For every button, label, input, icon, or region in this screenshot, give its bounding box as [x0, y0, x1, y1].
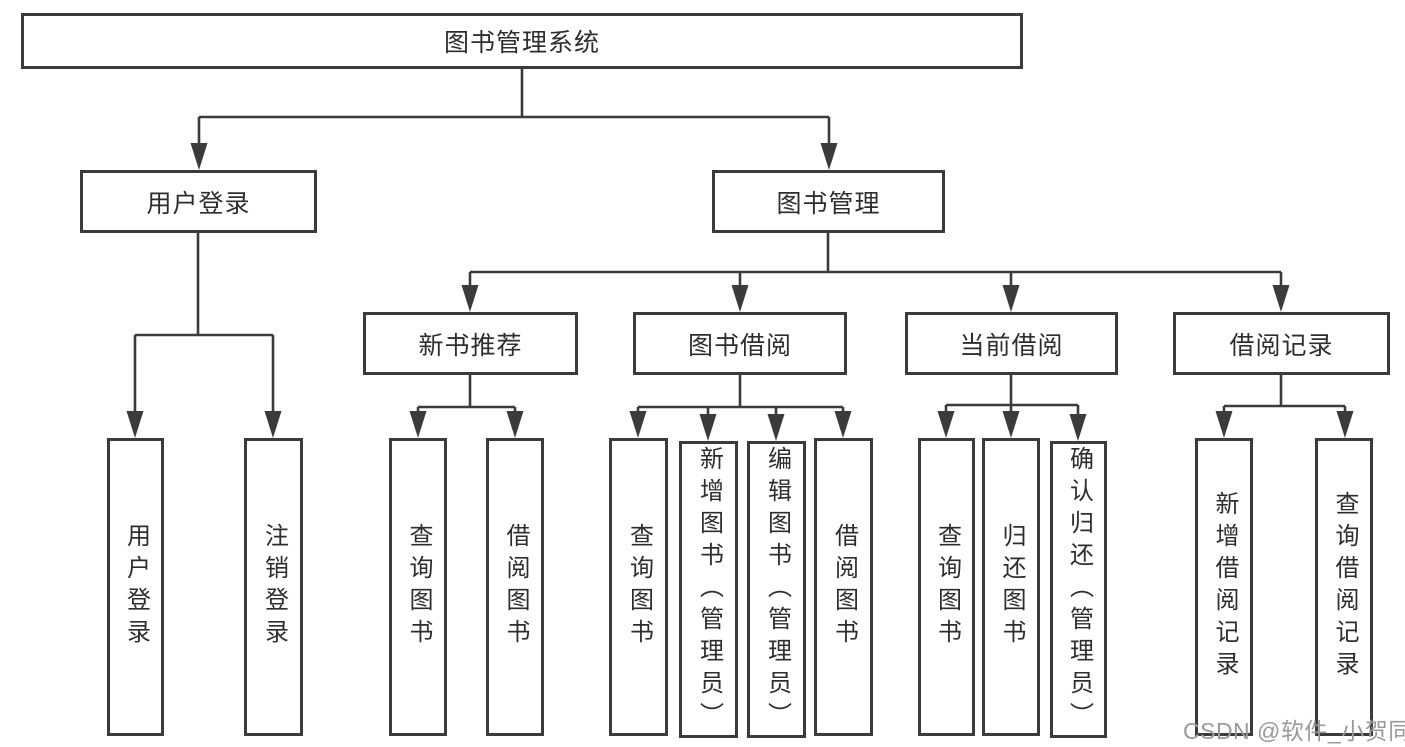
leaf-edit-books-admin: 编辑图书（管理员）: [747, 441, 806, 738]
leaf-user-logout: 注销登录: [244, 438, 303, 736]
node-user-login: 用户登录: [80, 170, 317, 233]
leaf-confirm-return-admin: 确认归还（管理员）: [1050, 441, 1107, 738]
leaf-add-borrow-record: 新增借阅记录: [1195, 438, 1253, 736]
node-borrow-records: 借阅记录: [1173, 312, 1390, 375]
leaf-query-books-2: 查询图书: [609, 438, 668, 736]
leaf-borrow-books: 借阅图书: [486, 438, 544, 736]
node-root-system: 图书管理系统: [21, 13, 1023, 69]
node-current-borrowing: 当前借阅: [905, 312, 1118, 375]
leaf-query-books-3: 查询图书: [918, 438, 975, 736]
leaf-borrow-books-2: 借阅图书: [814, 438, 873, 736]
leaf-user-login: 用户登录: [107, 438, 164, 736]
node-new-book-recommend: 新书推荐: [363, 312, 578, 375]
node-book-management: 图书管理: [712, 170, 945, 233]
csdn-watermark: CSDN @软件_小贺同学: [1183, 718, 1405, 744]
node-book-borrowing: 图书借阅: [633, 312, 847, 375]
leaf-add-books-admin: 新增图书（管理员）: [679, 441, 738, 738]
leaf-query-books: 查询图书: [389, 438, 447, 736]
leaf-return-books: 归还图书: [982, 438, 1040, 736]
leaf-query-borrow-record: 查询借阅记录: [1315, 438, 1373, 736]
